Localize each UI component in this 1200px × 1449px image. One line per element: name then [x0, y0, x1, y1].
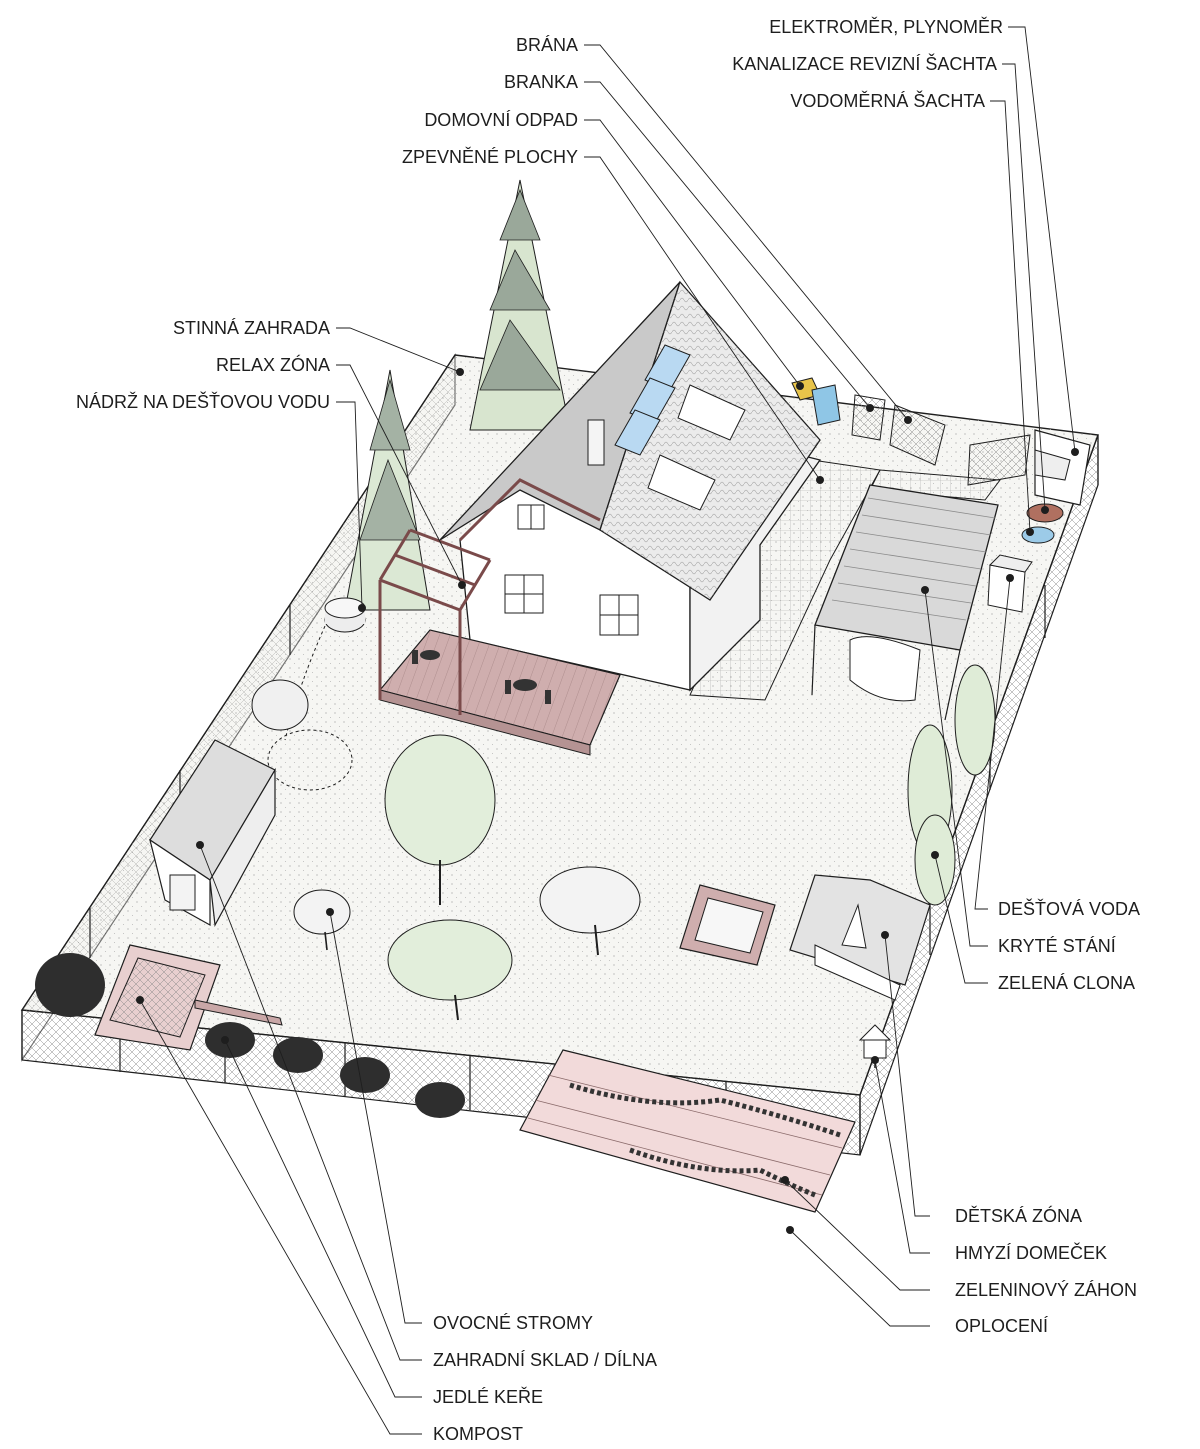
skylight [614, 409, 661, 456]
chimney [587, 419, 605, 466]
kids-playhouse [789, 874, 931, 1001]
label-zahradni-sklad: ZAHRADNÍ SKLAD / DÍLNA [433, 1350, 657, 1370]
relax-terrace [378, 528, 621, 756]
terrace-furniture [412, 650, 551, 704]
label-stinna-zahrada: STINNÁ ZAHRADA [173, 318, 330, 338]
shady-garden-path [284, 614, 331, 741]
label-hmyzi-domecek: HMYZÍ DOMEČEK [955, 1242, 1107, 1263]
fruit-tree [539, 866, 641, 956]
rainwater-tank-tree [344, 369, 431, 611]
water-meter-shaft [1021, 526, 1055, 544]
label-elektromer: ELEKTROMĚR, PLYNOMĚR [769, 17, 1003, 37]
relax-tree [251, 679, 309, 731]
leader-lines [139, 26, 1076, 1435]
label-detska-zona: DĚTSKÁ ZÓNA [955, 1205, 1082, 1226]
vegetable-bed [519, 1049, 856, 1213]
roof-window [647, 454, 716, 511]
label-zelena-clona: ZELENÁ CLONA [998, 973, 1135, 993]
label-domovni-odpad: DOMOVNÍ ODPAD [424, 110, 578, 130]
label-destova-voda: DEŠŤOVÁ VODA [998, 898, 1140, 919]
roof-window [677, 384, 746, 441]
label-kompost: KOMPOST [433, 1424, 523, 1444]
carport [811, 484, 999, 721]
house-window [504, 504, 639, 636]
fruit-tree [387, 919, 513, 1021]
labels: ELEKTROMĚR, PLYNOMĚR KANALIZACE REVIZNÍ … [76, 17, 1140, 1444]
label-kanalizace: KANALIZACE REVIZNÍ ŠACHTA [732, 53, 997, 74]
car [849, 636, 921, 702]
label-zeleninovy-zahon: ZELENINOVÝ ZÁHON [955, 1280, 1137, 1300]
label-jedle-kere: JEDLÉ KEŘE [433, 1387, 543, 1407]
pergola [378, 528, 492, 715]
label-vodomerna: VODOMĚRNÁ ŠACHTA [790, 90, 985, 111]
leader-dots [136, 368, 1079, 1234]
label-ovocne-stromy: OVOCNÉ STROMY [433, 1313, 593, 1333]
garden-shed [149, 739, 276, 927]
compost-shrub [35, 953, 105, 1017]
fruit-tree [293, 889, 351, 951]
relax-zone-ellipse [267, 729, 353, 791]
label-brana: BRÁNA [516, 35, 578, 55]
green-screen-trees [907, 664, 996, 906]
house [439, 280, 822, 692]
rainwater-container [987, 554, 1033, 613]
label-nadrz: NÁDRŽ NA DEŠŤOVOU VODU [76, 391, 330, 412]
label-kryte-stani: KRYTÉ STÁNÍ [998, 936, 1116, 956]
label-relax-zona: RELAX ZÓNA [216, 354, 330, 375]
label-oploceni: OPLOCENÍ [955, 1316, 1048, 1336]
tall-conifer-tree [469, 179, 571, 431]
fruit-tree [384, 734, 496, 905]
sandpit [679, 884, 776, 966]
gate [851, 394, 1031, 486]
label-branka: BRANKA [504, 72, 578, 92]
compost [94, 944, 283, 1051]
label-zpevnene-plochy: ZPEVNĚNÉ PLOCHY [402, 147, 578, 167]
